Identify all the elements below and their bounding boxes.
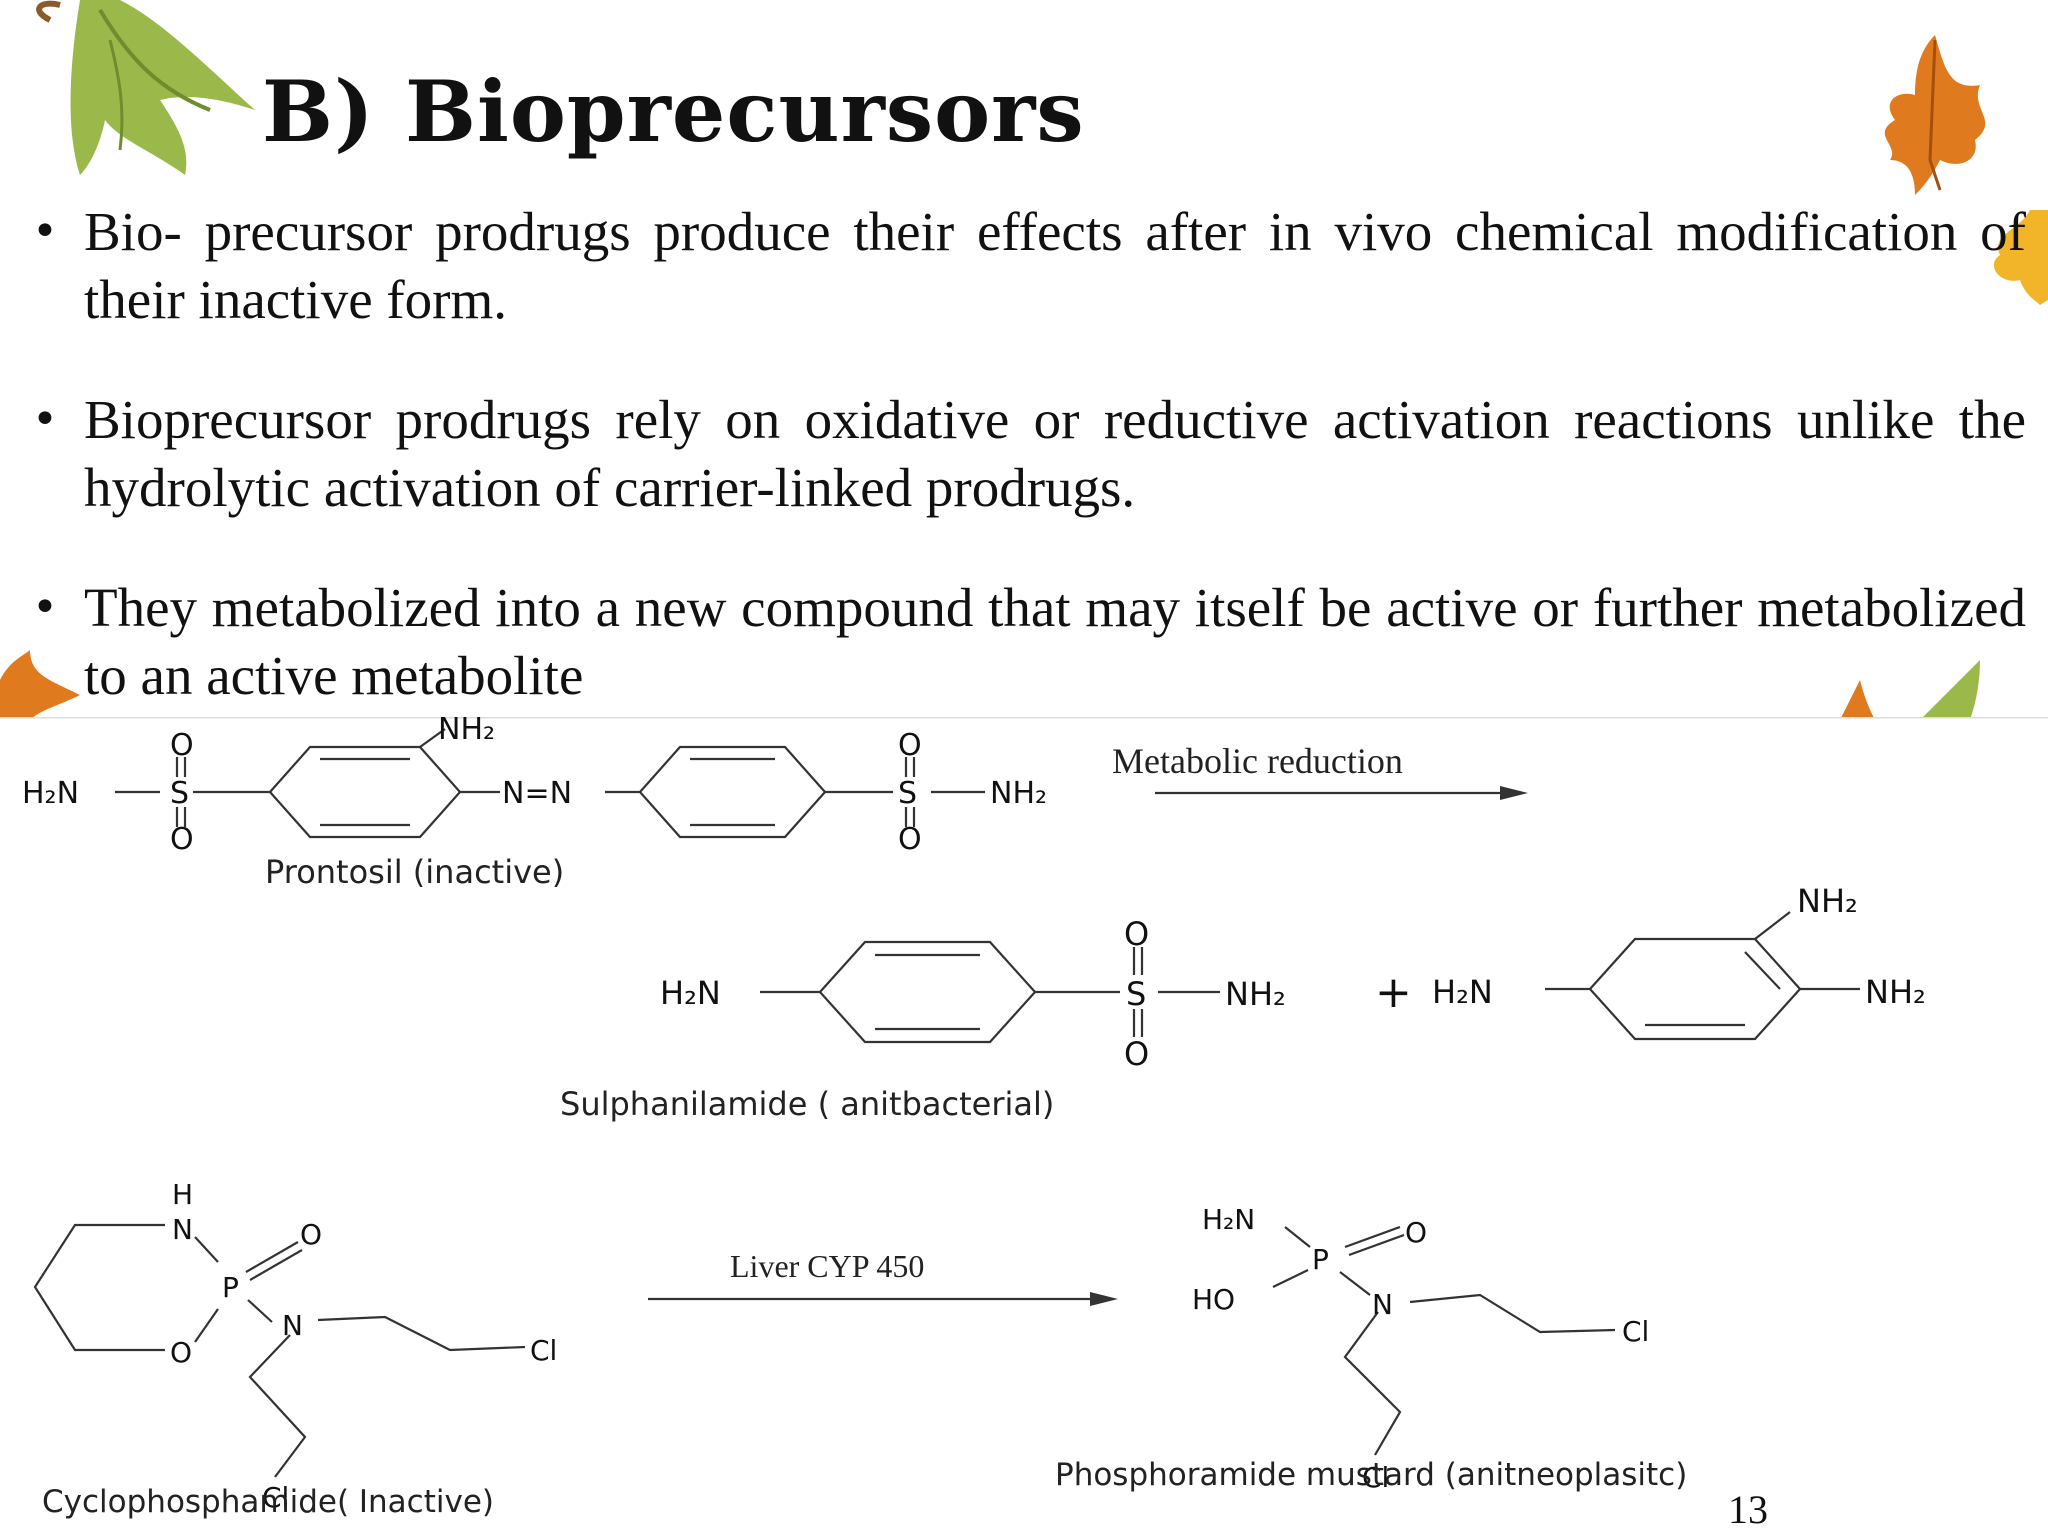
bullet-item: • They metabolized into a new compound th… <box>32 574 2026 710</box>
atom-label: O <box>898 822 922 857</box>
atom-label: H <box>172 1178 193 1211</box>
atom-label: P <box>1312 1243 1329 1276</box>
atom-label: H₂N <box>1202 1203 1255 1236</box>
reaction1-product-label: Sulphanilamide ( anitbacterial) <box>560 1085 1054 1123</box>
bullet-dot-icon: • <box>32 394 58 445</box>
reaction2-reactant-label: Cyclophosphamide( Inactive) <box>42 1484 494 1520</box>
atom-label: N <box>282 1309 303 1342</box>
atom-label: O <box>1124 915 1149 953</box>
atom-label: O <box>1405 1216 1427 1249</box>
atom-label: S <box>170 776 189 811</box>
atom-label: H₂N <box>660 974 721 1012</box>
plus-sign: + <box>1375 967 1412 1018</box>
atom-label: HO <box>1192 1283 1235 1316</box>
atom-label: Cl <box>1622 1315 1649 1348</box>
atom-label: N <box>172 1213 193 1246</box>
atom-label: NH₂ <box>990 776 1047 811</box>
atom-label: O <box>170 1336 192 1369</box>
bullet-list: • Bio- precursor prodrugs produce their e… <box>32 198 2026 762</box>
atom-label: O <box>170 728 194 763</box>
atom-label: Cl <box>530 1334 557 1367</box>
orange-leaf-icon <box>1884 35 1986 195</box>
atom-label: Cl <box>1362 1461 1389 1494</box>
atom-label: H₂N <box>1432 973 1493 1011</box>
atom-label: N=N <box>502 776 572 811</box>
atom-label: O <box>1124 1035 1149 1073</box>
atom-label: Cl <box>262 1481 289 1514</box>
bullet-dot-icon: • <box>32 206 58 257</box>
atom-label: S <box>1126 975 1146 1013</box>
atom-label: NH₂ <box>1865 973 1926 1011</box>
bullet-text: Bioprecursor prodrugs rely on oxidative … <box>84 389 2026 518</box>
reaction2-product-label: Phosphoramide mustard (anitneoplasitc) <box>1055 1457 1687 1493</box>
atom-label: O <box>170 822 194 857</box>
bullet-text: Bio- precursor prodrugs produce their ef… <box>84 201 2026 330</box>
orange-leaf-left-icon <box>0 650 80 720</box>
atom-label: N <box>1372 1288 1393 1321</box>
bullet-item: • Bio- precursor prodrugs produce their e… <box>32 198 2026 334</box>
green-leaf-icon <box>36 0 255 175</box>
yellow-leaf-icon <box>1993 210 2048 305</box>
atom-label: P <box>222 1271 239 1304</box>
bullet-item: • Bioprecursor prodrugs rely on oxidative… <box>32 386 2026 522</box>
green-leaf-right-icon <box>1840 660 1980 720</box>
atom-label: NH₂ <box>1225 975 1286 1013</box>
atom-label: NH₂ <box>438 717 495 747</box>
page-number: 13 <box>1728 1487 1768 1532</box>
atom-label: NH₂ <box>1797 882 1858 920</box>
slide-title: B) Bioprecursors <box>262 62 1085 161</box>
reaction2-arrow-label: Liver CYP 450 <box>730 1248 924 1284</box>
atom-label: H₂N <box>22 776 79 811</box>
atom-label: O <box>898 728 922 763</box>
bullet-dot-icon: • <box>32 582 58 633</box>
atom-label: O <box>300 1218 322 1251</box>
atom-label: S <box>898 776 917 811</box>
bullet-text: They metabolized into a new compound tha… <box>84 577 2026 706</box>
reaction1-reactant-label: Prontosil (inactive) <box>265 853 564 891</box>
reaction1-arrow-label: Metabolic reduction <box>1112 741 1403 781</box>
reaction-scheme-figure: H₂N S O O NH₂ N=N S O O NH₂ Metabolic re… <box>0 717 2048 1536</box>
